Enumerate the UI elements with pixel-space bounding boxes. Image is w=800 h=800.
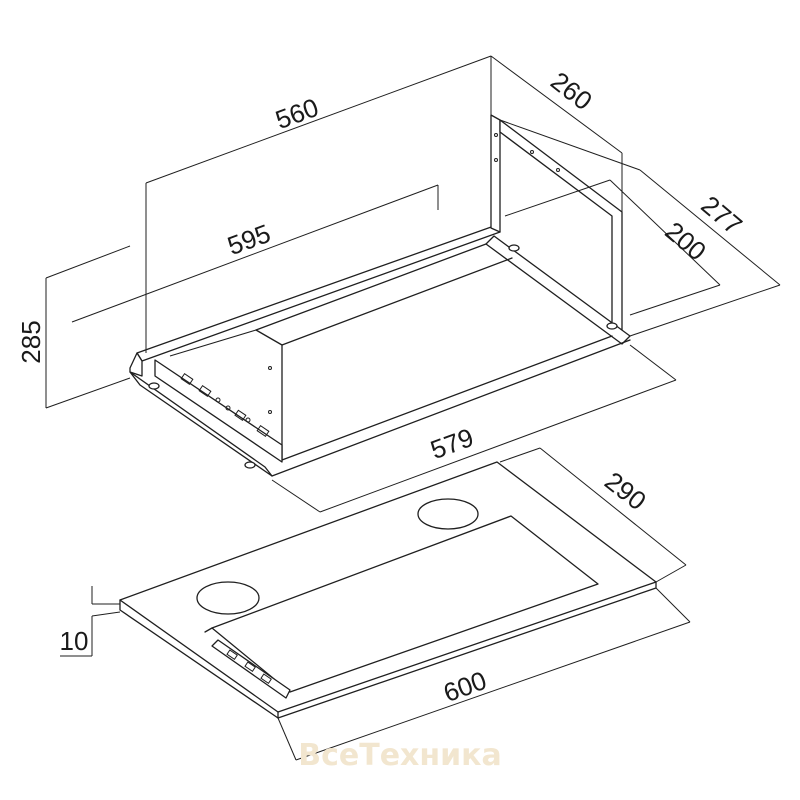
dim-277: 277 (696, 190, 749, 241)
dim-560: 560 (271, 92, 322, 135)
watermark: ВсеТехника (298, 738, 502, 773)
dim-260: 260 (545, 66, 598, 116)
dim-10: 10 (60, 626, 89, 656)
dim-290: 290 (599, 466, 652, 516)
hood-body (129, 114, 631, 477)
dim-579: 579 (426, 422, 477, 465)
dim-285: 285 (16, 320, 46, 363)
filter-opening-left (196, 581, 260, 615)
dim-595: 595 (223, 218, 274, 261)
bottom-panel (119, 461, 657, 719)
filter-opening-right (417, 498, 479, 530)
dimension-lines (45, 55, 781, 761)
dim-600: 600 (439, 665, 490, 708)
